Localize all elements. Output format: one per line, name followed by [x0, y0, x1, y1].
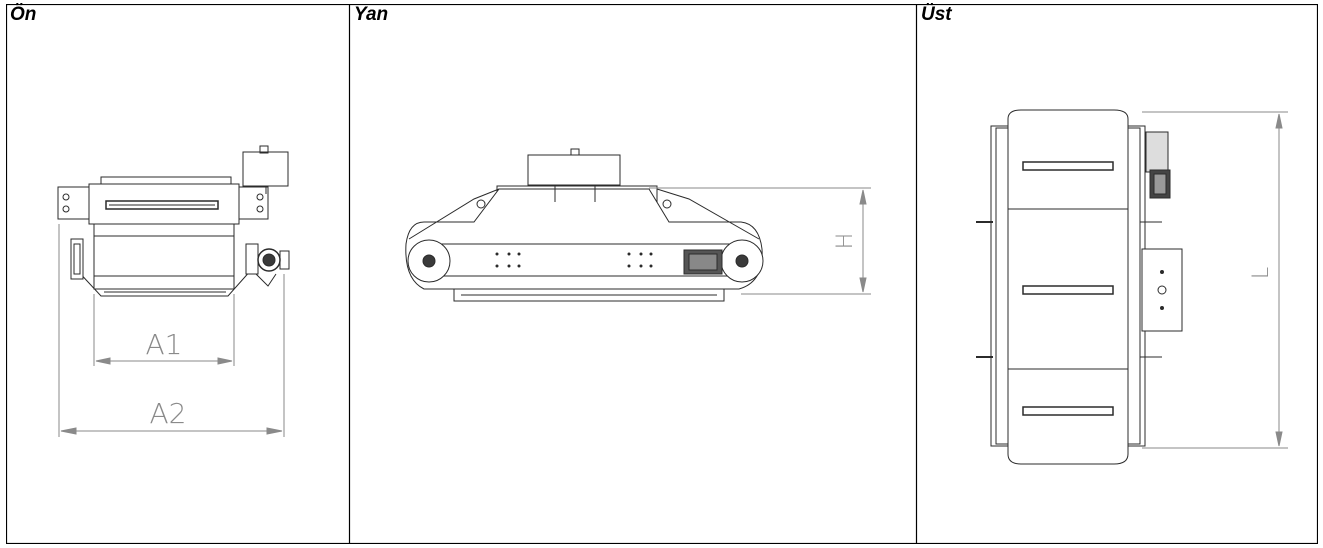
- dimension-l: L: [1249, 267, 1274, 279]
- front-view-label: Ön: [10, 4, 37, 25]
- dimension-a1: A1: [146, 328, 183, 361]
- top-view-label: Üst: [921, 4, 952, 25]
- dimension-a2: A2: [150, 397, 187, 430]
- top-view-drawing: L: [976, 109, 1288, 465]
- side-view-label: Yan: [354, 4, 389, 25]
- drawing-sheet: Ön Yan Üst: [6, 4, 1318, 544]
- table-grid: [6, 4, 1318, 544]
- side-view-drawing: H: [405, 148, 871, 302]
- dimension-h: H: [833, 233, 858, 250]
- front-view-drawing: A1 A2: [57, 145, 290, 437]
